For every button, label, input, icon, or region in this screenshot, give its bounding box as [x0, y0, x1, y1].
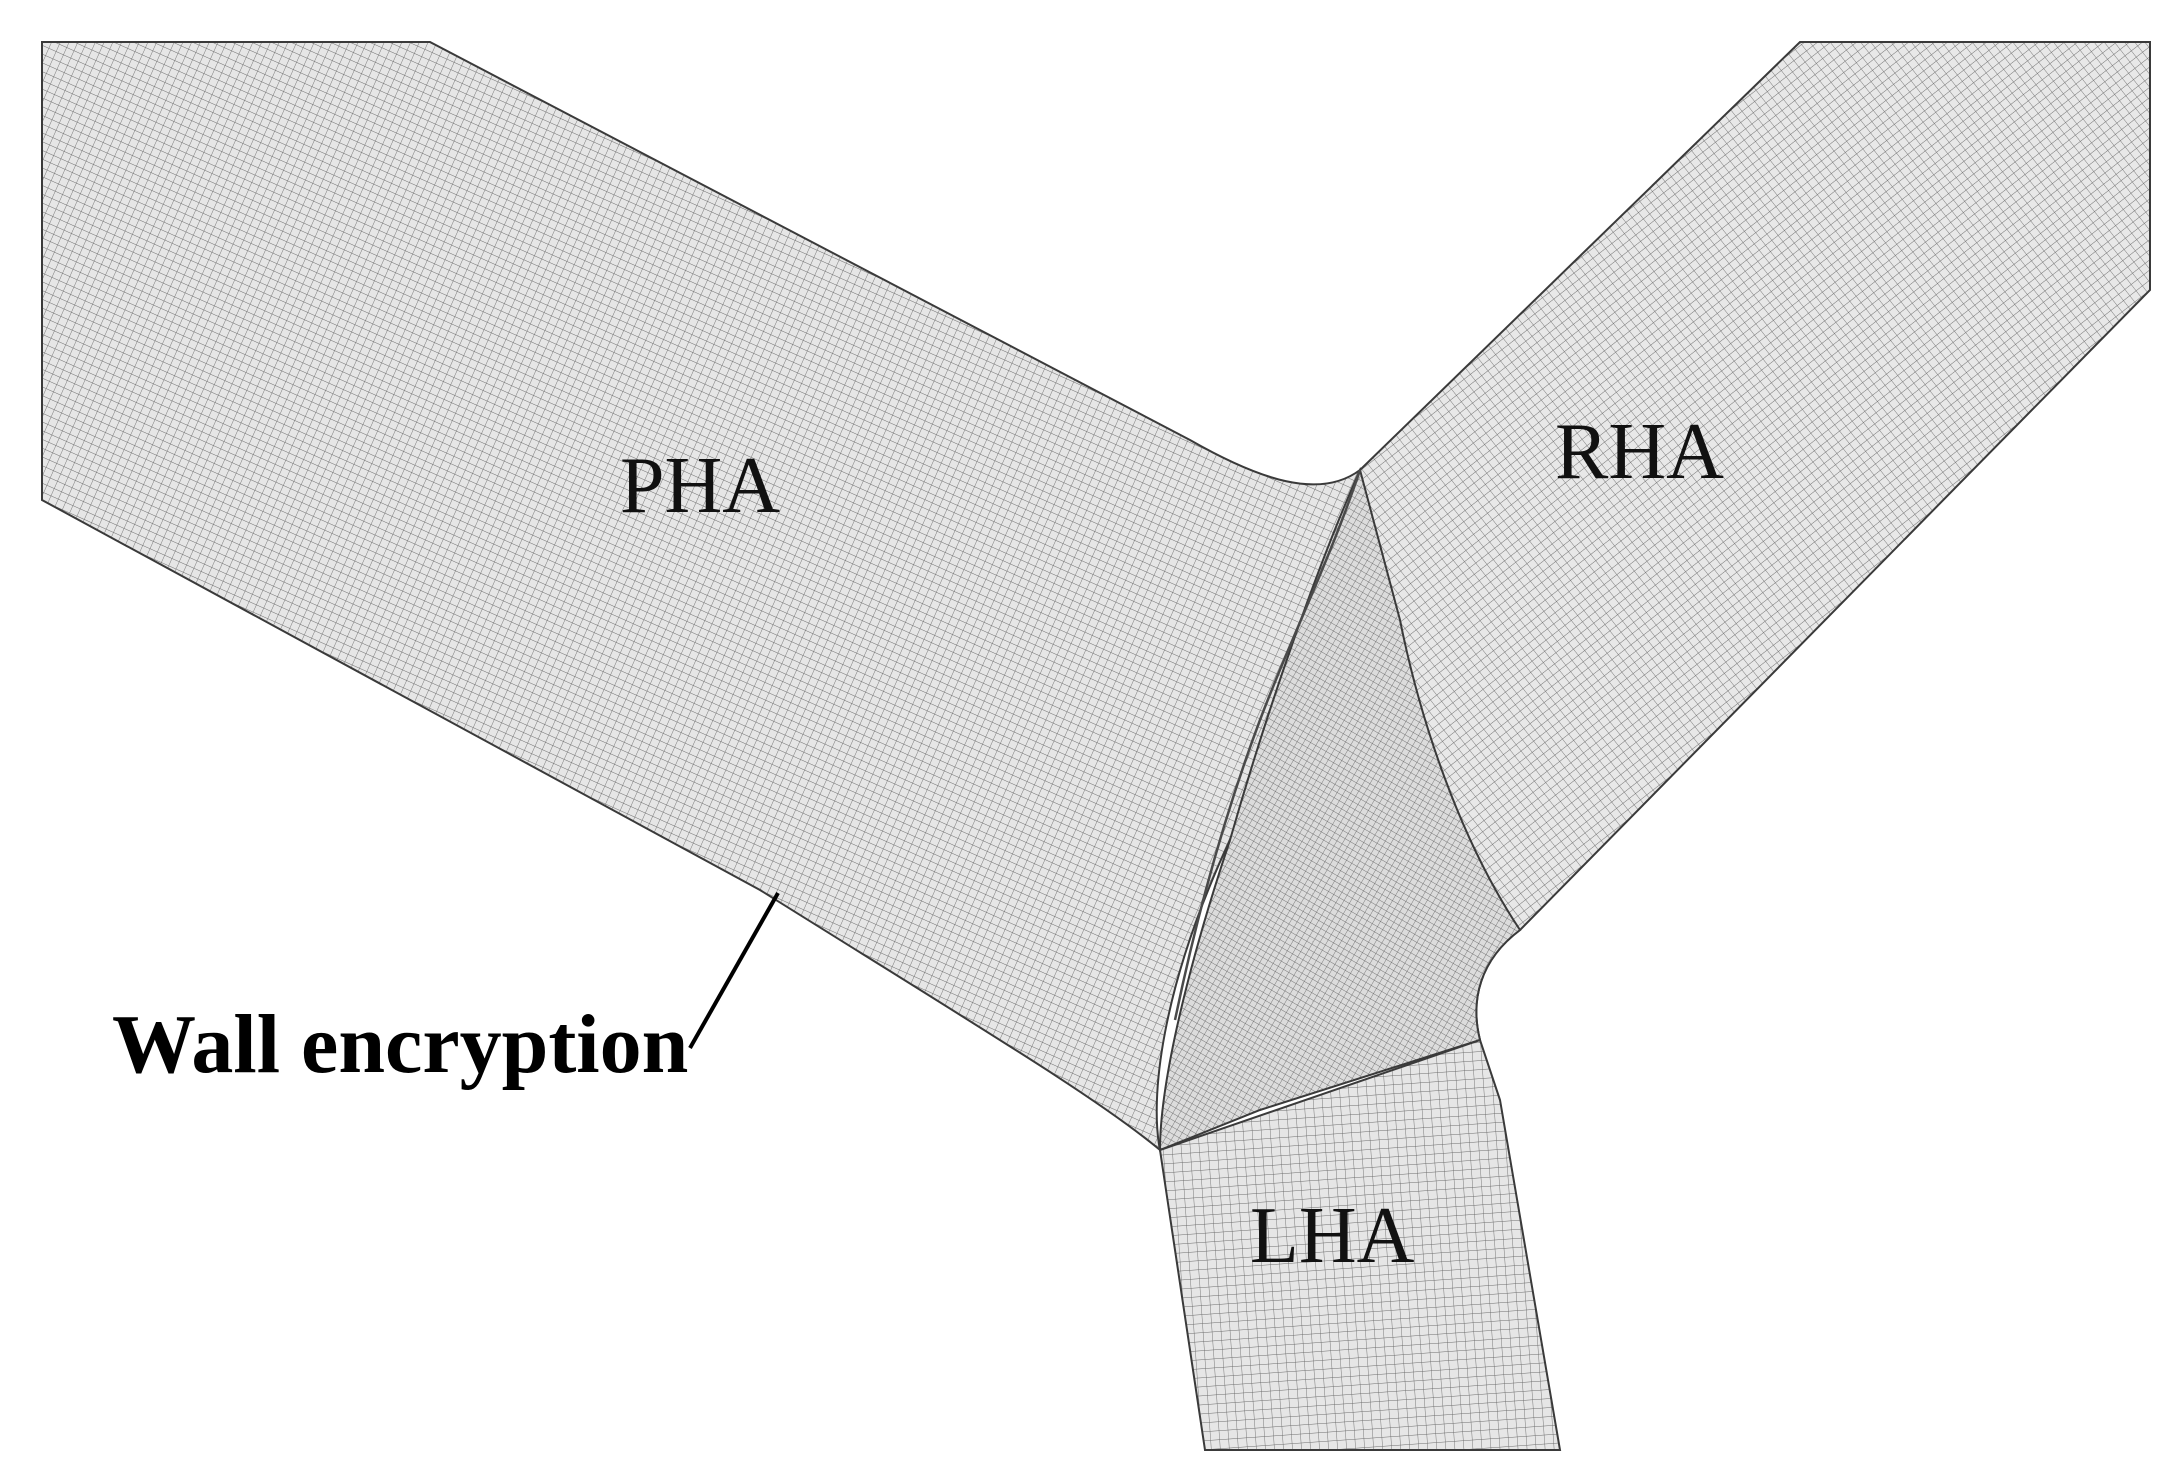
callout-leader-line	[688, 892, 780, 1049]
junction-seam	[1173, 469, 1362, 1021]
lha-vessel	[1158, 1038, 1562, 1451]
pha-vessel	[41, 41, 1363, 1153]
label-lha: LHA	[1250, 1192, 1415, 1280]
label-pha: PHA	[620, 442, 780, 530]
callout-wall-encryption: Wall encryption	[112, 998, 688, 1091]
junction-region	[1158, 467, 1522, 1152]
label-rha: RHA	[1555, 408, 1724, 496]
